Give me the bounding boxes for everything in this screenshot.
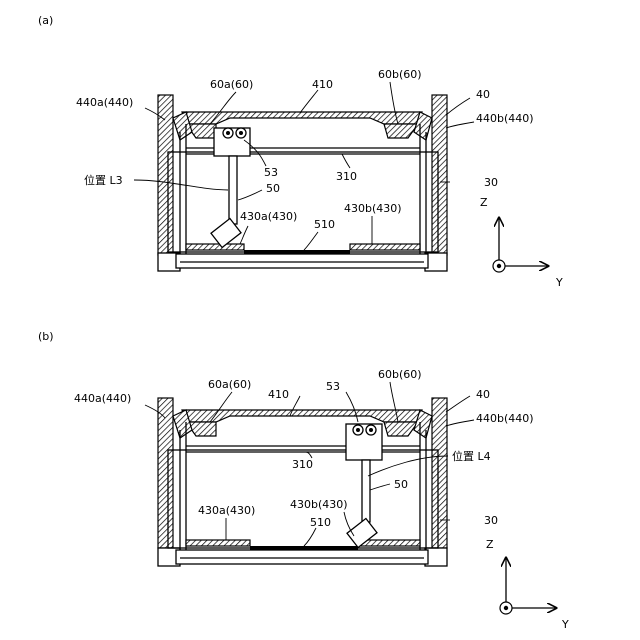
label-430b: 430b(430) [344, 202, 402, 215]
label-440a: 440a(440) [74, 392, 131, 405]
leader-510 [304, 528, 316, 546]
base-plate [176, 254, 428, 268]
label-position: 位置 L3 [84, 173, 123, 187]
axis-y-label: Y [561, 618, 569, 631]
strip-510 [250, 546, 358, 550]
roller-1-hub [226, 131, 230, 135]
label-60a: 60a(60) [208, 378, 251, 391]
panel-a: (a) [38, 14, 563, 289]
arm-50 [362, 460, 370, 522]
label-60a: 60a(60) [210, 78, 253, 91]
arm-50 [229, 156, 237, 224]
floor-plate-430b [350, 244, 420, 250]
gusset-60b [384, 124, 418, 138]
label-430a: 430a(430) [240, 210, 297, 223]
label-30: 30 [484, 176, 498, 189]
label-510: 510 [314, 218, 335, 231]
leader-50 [238, 190, 262, 200]
roller-1-hub [356, 428, 360, 432]
floor-plate-430a [186, 540, 250, 546]
label-310: 310 [336, 170, 357, 183]
axes-a: Z Y [480, 196, 563, 289]
x-axis-dot [497, 264, 501, 268]
post-440a [158, 95, 173, 255]
label-60b: 60b(60) [378, 368, 422, 381]
label-430b: 430b(430) [290, 498, 348, 511]
label-50: 50 [266, 182, 280, 195]
x-axis-dot [504, 606, 508, 610]
label-440b: 440b(440) [476, 112, 534, 125]
leader-510 [304, 232, 318, 250]
label-440a: 440a(440) [76, 96, 133, 109]
label-40: 40 [476, 388, 490, 401]
leader-40 [446, 396, 470, 412]
axis-z-label: Z [486, 538, 494, 551]
panel-b: (b) [38, 330, 569, 631]
leader-410 [300, 90, 318, 113]
label-440b: 440b(440) [476, 412, 534, 425]
label-410: 410 [268, 388, 289, 401]
post-440b [432, 398, 447, 548]
leader-40 [446, 98, 470, 115]
floor-plate-430a [186, 244, 244, 250]
label-30: 30 [484, 514, 498, 527]
label-410: 410 [312, 78, 333, 91]
leader-440b [446, 122, 474, 128]
leader-50 [370, 484, 390, 490]
label-60b: 60b(60) [378, 68, 422, 81]
leader-440b [446, 420, 474, 426]
roller-2-hub [239, 131, 243, 135]
strip-510 [244, 250, 350, 254]
leader-position [134, 180, 228, 190]
axes-b: Z Y [486, 538, 569, 631]
post-440b [432, 95, 447, 255]
gusset-60b [384, 422, 418, 436]
label-53: 53 [326, 380, 340, 393]
label-53: 53 [264, 166, 278, 179]
axis-z-label: Z [480, 196, 488, 209]
leader-53 [346, 392, 358, 422]
label-310: 310 [292, 458, 313, 471]
leader-430a [240, 226, 248, 244]
label-430a: 430a(430) [198, 504, 255, 517]
label-40: 40 [476, 88, 490, 101]
label-510: 510 [310, 516, 331, 529]
base-plate [176, 550, 428, 564]
leader-310 [342, 154, 350, 168]
label-position: 位置 L4 [452, 449, 491, 463]
axis-y-label: Y [555, 276, 563, 289]
roller-2-hub [369, 428, 373, 432]
panel-tag: (a) [38, 14, 53, 27]
panel-tag: (b) [38, 330, 54, 343]
post-440a [158, 398, 173, 548]
label-50: 50 [394, 478, 408, 491]
